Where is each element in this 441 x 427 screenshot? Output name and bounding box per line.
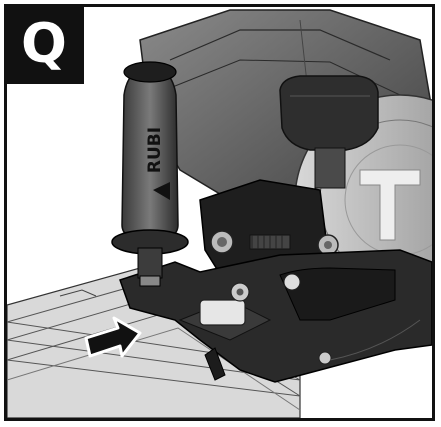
rubi-logo-icon [153,182,170,200]
step-letter-badge: Q [4,4,84,84]
arrow-right-icon [84,316,142,358]
handle-brand-text: RUBI [145,127,165,173]
top-knob [279,75,379,189]
side-handle: RUBI [111,61,189,287]
base-plate [119,249,432,383]
